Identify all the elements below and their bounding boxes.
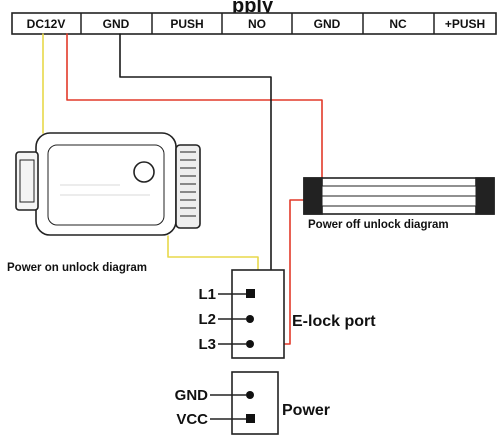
gnd-round-terminal xyxy=(246,391,254,399)
wire-red xyxy=(66,33,323,179)
terminal-push: PUSH xyxy=(170,17,203,31)
terminal-no: NO xyxy=(248,17,266,31)
terminal-gnd-2: GND xyxy=(314,17,341,31)
pin-gnd: GND xyxy=(175,387,209,404)
terminal-nc: NC xyxy=(389,17,407,31)
terminal-strip: DC12V GND PUSH NO GND NC +PUSH xyxy=(11,12,497,35)
terminal-dc12v: DC12V xyxy=(27,17,66,31)
power-port-label: Power xyxy=(282,402,330,419)
pin-vcc: VCC xyxy=(176,411,208,428)
vcc-square-terminal xyxy=(246,414,255,423)
e-lock-port-label: E-lock port xyxy=(292,313,376,330)
bolt-lock-illustration xyxy=(15,132,201,236)
pin-l2: L2 xyxy=(198,311,216,328)
terminal-plus-push: +PUSH xyxy=(445,17,485,31)
power-port: GND VCC xyxy=(175,371,279,435)
terminal-gnd-1: GND xyxy=(103,17,130,31)
l3-round-terminal xyxy=(246,340,254,348)
l1-square-terminal xyxy=(246,289,255,298)
e-lock-port: L1 L2 L3 xyxy=(198,269,285,359)
caption-power-off: Power off unlock diagram xyxy=(308,219,449,231)
l2-round-terminal xyxy=(246,315,254,323)
pin-l1: L1 xyxy=(198,286,216,303)
mag-lock-illustration xyxy=(303,177,495,215)
caption-power-on: Power on unlock diagram xyxy=(7,262,147,274)
pin-l3: L3 xyxy=(198,336,216,353)
